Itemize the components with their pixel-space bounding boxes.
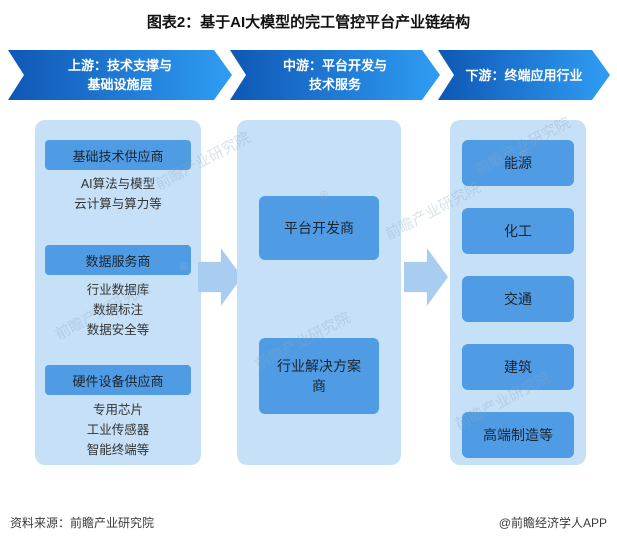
list-item: 智能终端等 [86,443,150,457]
list-item: 云计算与算力等 [74,197,162,211]
upstream-group2-header: 数据服务商 [45,245,191,275]
list-item: 数据标注 [92,303,143,317]
downstream-box-construction: 建筑 [462,344,574,390]
list-item: 数据安全等 [86,323,150,337]
source-note: 资料来源：前瞻产业研究院 [10,516,155,530]
upstream-group1-header: 基础技术供应商 [45,140,191,170]
upstream-group2-items: 行业数据库 数据标注 数据安全等 [41,280,195,340]
downstream-box-energy: 能源 [462,140,574,186]
downstream-panel: 能源 化工 交通 建筑 高端制造等 [450,120,586,465]
upstream-group3-header: 硬件设备供应商 [45,365,191,395]
banner-downstream: 下游：终端应用行业 [438,50,610,100]
list-item: 行业数据库 [86,283,150,297]
banner-upstream-line2: 基础设施层 [87,77,153,92]
list-item: 专用芯片 [92,403,143,417]
banner-midstream: 中游：平台开发与 技术服务 [230,50,440,100]
banner-midstream-line2: 技术服务 [308,77,361,92]
right-arrow-icon [404,248,448,306]
list-item: 工业传感器 [86,423,150,437]
credit-note: @前瞻经济学人APP [498,516,607,530]
midstream-box-solution-provider: 行业解决方案商 [259,338,379,414]
midstream-box-platform-developer: 平台开发商 [259,196,379,260]
banner-upstream: 上游：技术支撑与 基础设施层 [8,50,232,100]
midstream-panel: 平台开发商 行业解决方案商 [237,120,401,465]
upstream-group1-items: AI算法与模型 云计算与算力等 [41,174,195,214]
page-title: 图表2：基于AI大模型的完工管控平台产业链结构 [146,14,471,31]
right-arrow-icon [198,248,242,306]
downstream-box-transport: 交通 [462,276,574,322]
downstream-box-highend-manufacturing: 高端制造等 [462,412,574,458]
banner-downstream-line1: 下游：终端应用行业 [465,67,583,83]
list-item: AI算法与模型 [80,177,156,191]
downstream-box-chemical: 化工 [462,208,574,254]
upstream-group3-items: 专用芯片 工业传感器 智能终端等 [41,400,195,460]
banner-midstream-line1: 中游：平台开发与 [282,58,387,73]
upstream-panel: 基础技术供应商 AI算法与模型 云计算与算力等 数据服务商 行业数据库 数据标注… [35,120,201,465]
banner-upstream-line1: 上游：技术支撑与 [67,58,172,73]
